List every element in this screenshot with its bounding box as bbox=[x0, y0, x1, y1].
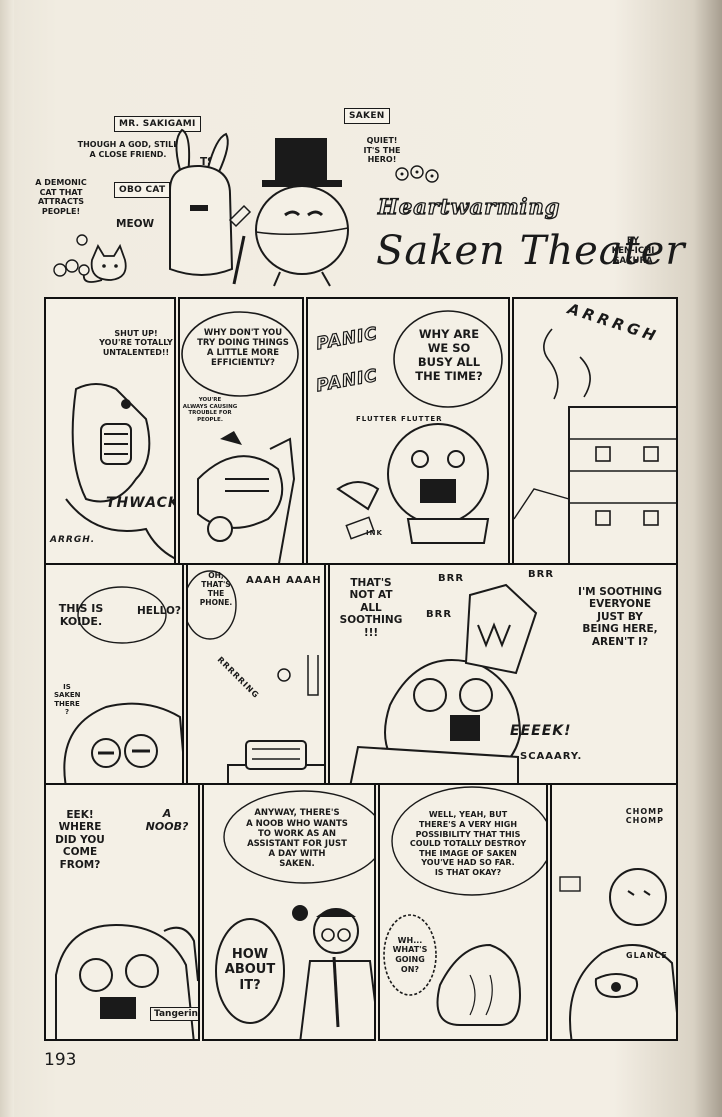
sfx-aaah: AAAH AAAH bbox=[246, 575, 322, 586]
speech-bubble-row2-1a: THIS IS KOIDE. bbox=[58, 601, 104, 628]
page-spine-shadow bbox=[0, 0, 14, 1117]
sfx-scaaary: SCAAARY. bbox=[520, 751, 583, 762]
panel-row2-3: THAT'S NOT AT ALL SOOTHING !!! BRR BRR B… bbox=[328, 563, 678, 785]
speech-bubble-row3-2b: HOW ABOUT IT? bbox=[224, 946, 276, 993]
panel-row3-4: CHOMP CHOMP GLANCE bbox=[550, 783, 678, 1041]
panel-row1-2: WHY DON'T YOU TRY DOING THINGS A LITTLE … bbox=[178, 297, 304, 565]
panel-art-row1-2 bbox=[181, 311, 299, 563]
aside-row1-2: YOU'RE ALWAYS CAUSING TROUBLE FOR PEOPLE… bbox=[182, 397, 238, 423]
sfx-brr-3: BRR bbox=[528, 569, 555, 580]
flowers-icon bbox=[395, 165, 439, 183]
panel-row3-1: EEK! WHERE DID YOU COME FROM? A NOOB? Ta… bbox=[44, 783, 200, 1041]
speech-bubble-row2-1b: HELLO? bbox=[137, 604, 181, 617]
speech-bubble-row3-3a: WELL, YEAH, BUT THERE'S A VERY HIGH POSS… bbox=[409, 810, 527, 877]
speech-bubble-row3-2a: ANYWAY, THERE'S A NOOB WHO WANTS TO WORK… bbox=[246, 808, 348, 870]
panel-art-row2-1 bbox=[63, 586, 182, 783]
panel-art-row1-4 bbox=[514, 328, 676, 563]
panel-art-row1-1 bbox=[65, 383, 174, 560]
label-mr-sakigami: MR. SAKIGAMI bbox=[114, 116, 201, 132]
sfx-chomp: CHOMP CHOMP bbox=[625, 807, 664, 825]
sfx-flutter: FLUTTER FLUTTER bbox=[356, 415, 443, 423]
panel-art-row1-3 bbox=[336, 310, 503, 544]
aside-row2-1: IS SAKEN THERE ? bbox=[54, 683, 81, 717]
sfx-meow: MEOW bbox=[116, 218, 155, 230]
caption-saken: QUIET! IT'S THE HERO! bbox=[363, 136, 401, 165]
panel-art-row3-4 bbox=[559, 868, 676, 1039]
panel-row2-1: THIS IS KOIDE. HELLO? IS SAKEN THERE ? bbox=[44, 563, 184, 785]
caption-sakigami: THOUGH A GOD, STILL A CLOSE FRIEND. bbox=[77, 140, 179, 159]
label-tangerin: Tangerin bbox=[150, 1007, 198, 1021]
panel-row1-3: PANIC PANIC WHY ARE WE SO BUSY ALL THE T… bbox=[306, 297, 510, 565]
caption-cat: A DEMONIC CAT THAT ATTRACTS PEOPLE! bbox=[35, 178, 87, 216]
header-characters-illustration bbox=[53, 128, 349, 287]
panel-art-row2-2 bbox=[188, 570, 324, 783]
speech-bubble-row2-2: OH, THAT'S THE PHONE. bbox=[199, 571, 233, 607]
panel-art-row3-2 bbox=[215, 790, 374, 1039]
sfx-eeeek: EEEEK! bbox=[510, 723, 572, 739]
panel-row3-3: WELL, YEAH, BUT THERE'S A VERY HIGH POSS… bbox=[378, 783, 548, 1041]
speech-bubble-row3-3b: WH... WHAT'S GOING ON? bbox=[392, 935, 428, 974]
panel-art-row2-3 bbox=[349, 583, 538, 783]
speech-bubble-row1-1: SHUT UP! YOU'RE TOTALLY UNTALENTED!! bbox=[99, 328, 173, 357]
title-saken-theater: Saken Theater bbox=[376, 228, 686, 274]
speech-bubble-row1-3: WHY ARE WE SO BUSY ALL THE TIME? bbox=[415, 327, 483, 383]
panel-row3-2: ANYWAY, THERE'S A NOOB WHO WANTS TO WORK… bbox=[202, 783, 376, 1041]
sfx-brr-2: BRR bbox=[426, 609, 453, 620]
speech-bubble-row1-2: WHY DON'T YOU TRY DOING THINGS A LITTLE … bbox=[197, 327, 289, 369]
label-saken: SAKEN bbox=[344, 108, 390, 124]
sfx-glance: GLANCE bbox=[626, 951, 668, 960]
panel-row1-4: ARRRGH bbox=[512, 297, 678, 565]
panel-row2-2: OH, THAT'S THE PHONE. AAAH AAAH RRRRRING bbox=[186, 563, 326, 785]
panel-art-row3-3 bbox=[383, 786, 546, 1026]
sfx-brr-1: BRR bbox=[438, 573, 465, 584]
speech-bubble-row2-3a: THAT'S NOT AT ALL SOOTHING !!! bbox=[339, 576, 403, 639]
speech-bubble-row2-3b: I'M SOOTHING EVERYONE JUST BY BEING HERE… bbox=[578, 585, 662, 648]
panel-row1-1: SHUT UP! YOU'RE TOTALLY UNTALENTED!! THW… bbox=[44, 297, 176, 565]
label-ink: INK bbox=[366, 529, 383, 537]
page-number: 193 bbox=[44, 1050, 77, 1070]
speech-noob: A NOOB? bbox=[145, 807, 189, 834]
title-heartwarming: Heartwarming bbox=[377, 193, 561, 219]
sfx-arrgh: ARRGH. bbox=[50, 535, 96, 545]
speech-bubble-row3-1: EEK! WHERE DID YOU COME FROM? bbox=[55, 808, 105, 871]
sfx-thwack: THWACK bbox=[106, 495, 176, 511]
byline: BY KEN-ICHI SAKURA bbox=[611, 236, 655, 267]
